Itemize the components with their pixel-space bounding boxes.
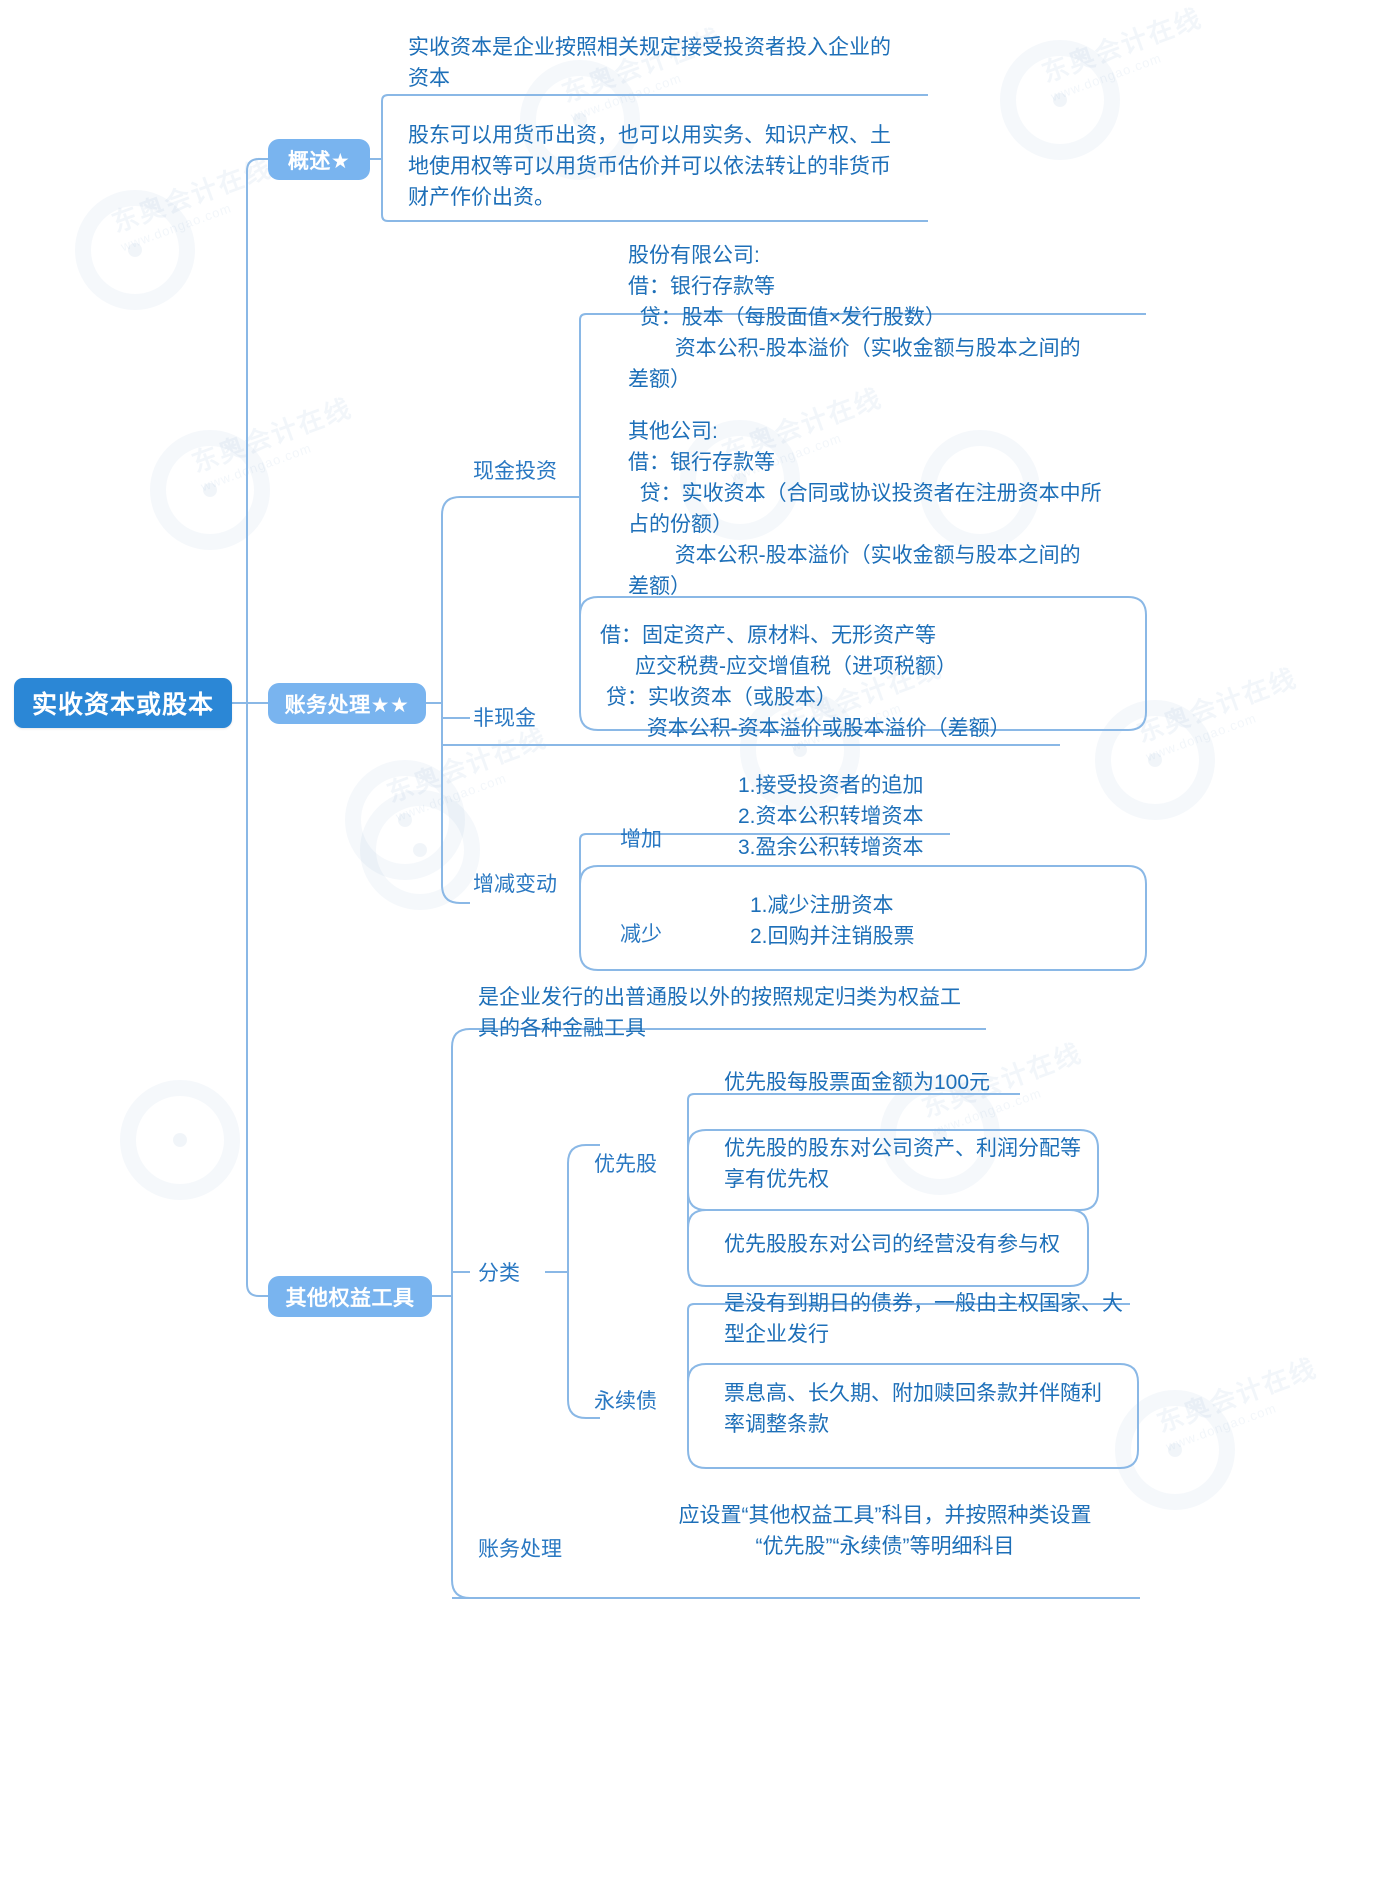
leaf-label-other-equity-accounting[interactable]: 账务处理 xyxy=(478,1538,562,1561)
branch-node-accounting[interactable]: 账务处理★★ xyxy=(268,683,426,724)
leaf-label-classification[interactable]: 分类 xyxy=(478,1262,520,1285)
branch-node-accounting-label: 账务处理★★ xyxy=(284,693,410,717)
increase-items: 1.接受投资者的追加 2.资本公积转增资本 3.盈余公积转增资本 xyxy=(738,774,924,860)
root-node-label: 实收资本或股本 xyxy=(31,691,214,719)
branch-node-other-equity-label: 其他权益工具 xyxy=(285,1286,415,1310)
other-equity-accounting-text: 应设置“其他权益工具”科目，并按照种类设置 “优先股”“永续债”等明细科目 xyxy=(678,1504,1092,1559)
decrease-items: 1.减少注册资本 2.回购并注销股票 xyxy=(750,894,915,949)
perpetual-bond-item-1: 是没有到期日的债券，一般由主权国家、大 型企业发行 xyxy=(724,1292,1123,1347)
noncash-entry: 借：固定资产、原材料、无形资产等 应交税费-应交增值税（进项税额） 贷：实收资本… xyxy=(600,624,1011,741)
preferred-stock-item-1: 优先股每股票面金额为100元 xyxy=(724,1071,991,1094)
leaf-label-noncash[interactable]: 非现金 xyxy=(473,707,536,730)
leaf-label-decrease[interactable]: 减少 xyxy=(620,923,662,946)
perpetual-bond-item-2: 票息高、长久期、附加赎回条款并伴随利 率调整条款 xyxy=(724,1382,1102,1437)
leaf-label-increase[interactable]: 增加 xyxy=(620,828,662,851)
preferred-stock-item-3: 优先股股东对公司的经营没有参与权 xyxy=(724,1233,1060,1256)
leaf-label-cash-investment[interactable]: 现金投资 xyxy=(473,460,557,483)
cash-other-company-entry: 其他公司: 借：银行存款等 贷：实收资本（合同或协议投资者在注册资本中所 占的份… xyxy=(628,420,1102,599)
root-node[interactable]: 实收资本或股本 xyxy=(14,678,232,728)
overview-note-definition: 实收资本是企业按照相关规定接受投资者投入企业的 资本 xyxy=(408,36,891,91)
other-equity-definition: 是企业发行的出普通股以外的按照规定归类为权益工 具的各种金融工具 xyxy=(478,986,961,1041)
leaf-label-preferred-stock[interactable]: 优先股 xyxy=(594,1153,657,1176)
preferred-stock-item-2: 优先股的股东对公司资产、利润分配等 享有优先权 xyxy=(724,1137,1081,1192)
cash-joint-stock-entry: 股份有限公司: 借：银行存款等 贷：股本（每股面值×发行股数） 资本公积-股本溢… xyxy=(628,244,1081,392)
overview-note-contribution: 股东可以用货币出资，也可以用实务、知识产权、土 地使用权等可以用货币估价并可以依… xyxy=(408,124,891,210)
leaf-label-changes[interactable]: 增减变动 xyxy=(473,873,557,896)
branch-node-overview[interactable]: 概述★ xyxy=(268,139,370,180)
branch-node-overview-label: 概述★ xyxy=(287,149,351,173)
leaf-label-perpetual-bond[interactable]: 永续债 xyxy=(594,1390,657,1413)
branch-node-other-equity[interactable]: 其他权益工具 xyxy=(268,1276,432,1317)
